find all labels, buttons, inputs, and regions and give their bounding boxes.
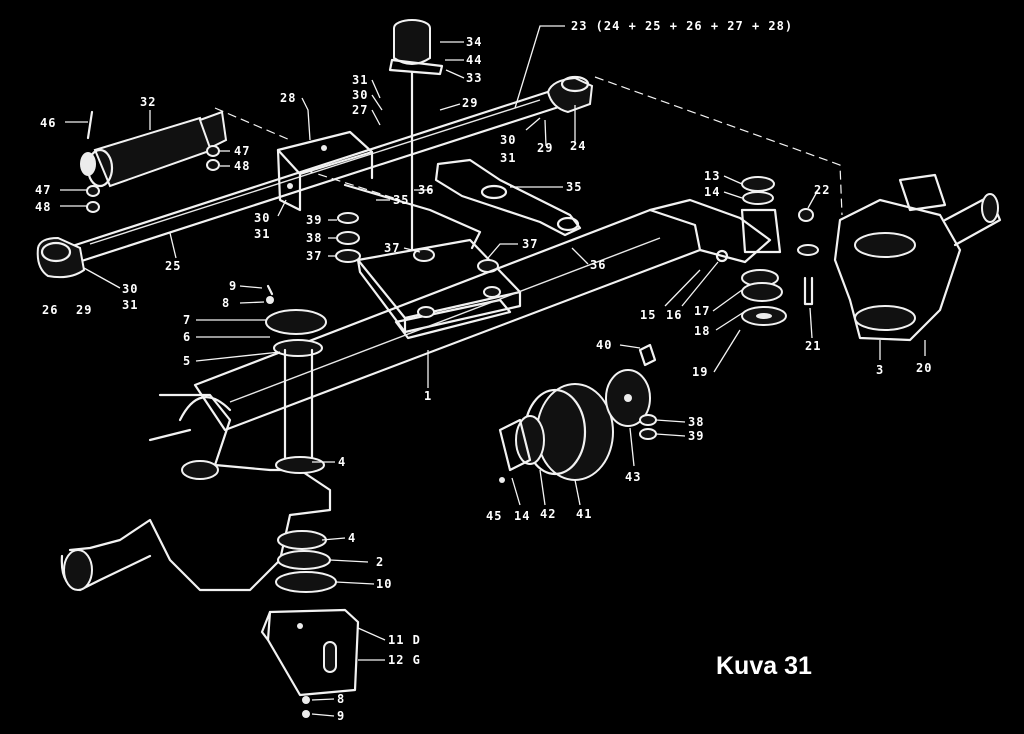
callout-43: 43	[625, 470, 642, 484]
callout-48-left: 48	[35, 200, 52, 214]
callout-14-right: 14	[704, 185, 721, 199]
callout-18: 18	[694, 324, 711, 338]
valve-34	[388, 19, 444, 252]
callout-21: 21	[805, 339, 822, 353]
callout-39-left: 39	[306, 213, 323, 227]
callout-35-right: 35	[566, 180, 583, 194]
callout-34: 34	[466, 35, 483, 49]
callout-47-left: 47	[35, 183, 52, 197]
callout-33: 33	[466, 71, 483, 85]
callout-29-mid: 29	[537, 141, 554, 155]
kingpin-parts-right	[715, 176, 787, 326]
callout-25: 25	[165, 259, 182, 273]
callout-19: 19	[692, 365, 709, 379]
callout-42: 42	[540, 507, 557, 521]
callout-37-right: 37	[522, 237, 539, 251]
callout-5: 5	[183, 354, 192, 368]
tie-rod-end-26	[36, 236, 86, 279]
tie-rod-end-24	[546, 75, 594, 114]
callout-11-d: 11 D	[388, 633, 421, 647]
callout-3: 3	[876, 363, 885, 377]
callout-13: 13	[704, 169, 721, 183]
callout-20: 20	[916, 361, 933, 375]
steering-arm-35	[434, 158, 582, 237]
callout-4-upper: 4	[338, 455, 347, 469]
callout-7: 7	[183, 313, 192, 327]
bolt-21	[797, 208, 819, 306]
callout-31-lower-left: 31	[122, 298, 139, 312]
callout-35-left: 35	[393, 193, 410, 207]
callout-30-lower-left: 30	[122, 282, 139, 296]
callout-4-lower: 4	[348, 531, 357, 545]
callout-32: 32	[140, 95, 157, 109]
leader-lines	[60, 25, 926, 717]
callout-17: 17	[694, 304, 711, 318]
figure-caption: Kuva 31	[716, 652, 812, 680]
callout-36-lower: 36	[590, 258, 607, 272]
kingpin-5	[265, 284, 327, 472]
callout-31-top: 31	[500, 151, 517, 165]
nut-47-48-46	[86, 145, 220, 213]
callout-2: 2	[376, 555, 385, 569]
washer-stack-left	[335, 212, 361, 263]
callout-8-upper: 8	[222, 296, 231, 310]
callout-24: 24	[570, 139, 587, 153]
callout-40: 40	[596, 338, 613, 352]
callout-27: 27	[352, 103, 369, 117]
callout-30-upper: 30	[352, 88, 369, 102]
callout-23: 23 (24 + 25 + 26 + 27 + 28)	[571, 19, 794, 33]
callout-22: 22	[814, 183, 831, 197]
callout-37-left: 37	[306, 249, 323, 263]
left-knuckle	[60, 393, 337, 593]
callout-6: 6	[183, 330, 192, 344]
callout-31-lower: 31	[254, 227, 271, 241]
callout-10: 10	[376, 577, 393, 591]
callout-47-right: 47	[234, 144, 251, 158]
spring-plates	[343, 183, 522, 340]
callout-12-g: 12 G	[388, 653, 421, 667]
callout-38-right: 38	[688, 415, 705, 429]
callout-44: 44	[466, 53, 483, 67]
callout-1: 1	[424, 389, 433, 403]
callout-8-lower: 8	[337, 692, 346, 706]
steering-damper-32	[80, 110, 228, 188]
callout-14-lower: 14	[514, 509, 531, 523]
brake-assembly	[498, 343, 657, 483]
callout-29-lower: 29	[76, 303, 93, 317]
axle-beam-1	[193, 198, 772, 432]
callout-28: 28	[280, 91, 297, 105]
callout-36-upper: 36	[418, 183, 435, 197]
callout-31-upper: 31	[352, 73, 369, 87]
spring-bracket-11-12	[260, 608, 360, 697]
callout-16: 16	[666, 308, 683, 322]
callout-9-lower: 9	[337, 709, 346, 723]
bracket-28	[276, 130, 374, 212]
callout-15: 15	[640, 308, 657, 322]
alignment-line-steering	[594, 76, 843, 216]
callout-9-upper: 9	[229, 279, 238, 293]
callout-48-right: 48	[234, 159, 251, 173]
callout-30-top: 30	[500, 133, 517, 147]
tie-rod-25	[58, 86, 570, 268]
callout-46: 46	[40, 116, 57, 130]
callout-38-left: 38	[306, 231, 323, 245]
steering-knuckle-3	[833, 173, 1002, 342]
callout-39-right: 39	[688, 429, 705, 443]
callout-37-mid: 37	[384, 241, 401, 255]
callout-30-lower: 30	[254, 211, 271, 225]
callout-45: 45	[486, 509, 503, 523]
bolt-8-9-lower	[302, 696, 310, 718]
callout-41: 41	[576, 507, 593, 521]
alignment-line-tierod	[304, 169, 401, 201]
callout-29-top: 29	[462, 96, 479, 110]
callout-26: 26	[42, 303, 59, 317]
